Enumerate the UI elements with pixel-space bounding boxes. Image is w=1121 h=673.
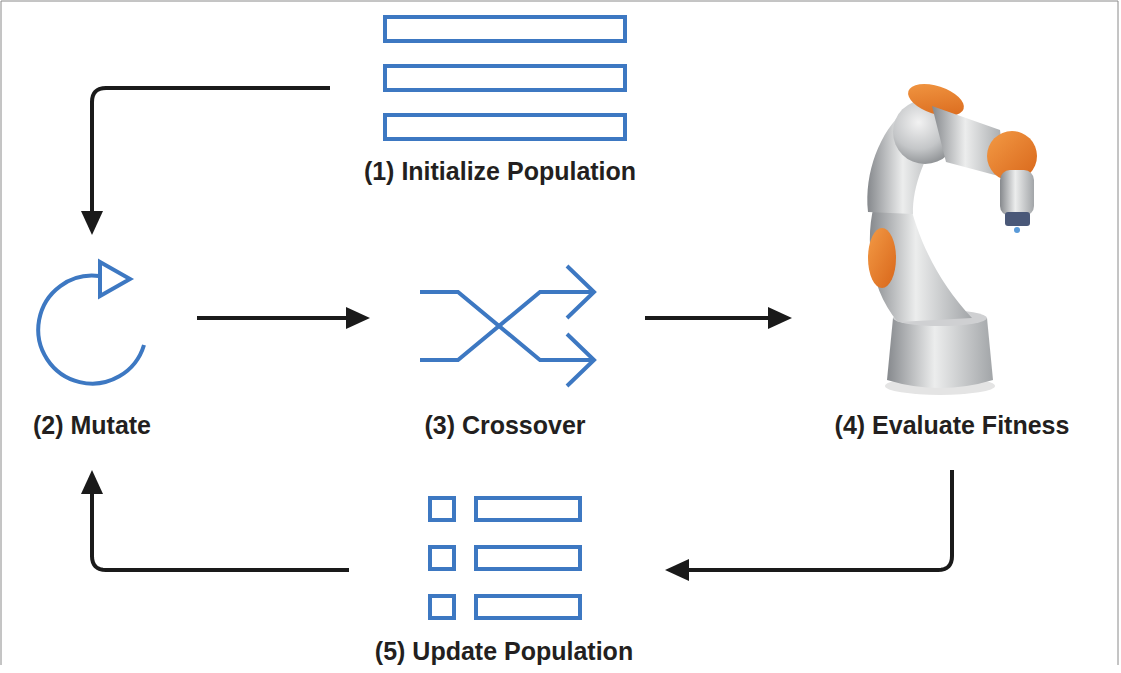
step-node: (2) Mutate [12,235,172,440]
step-label: (3) Crossover [424,410,585,440]
flow-arrow [92,88,330,217]
flow-arrow [197,316,352,320]
mutate-icon [38,262,144,384]
step-label: (5) Update Population [375,636,633,666]
step-node: (4) Evaluate Fitness [797,80,1107,440]
crossover-icon [420,266,594,386]
flow-arrow [92,488,349,570]
step-node: (3) Crossover [390,250,620,440]
population-icon [385,17,625,139]
flow-arrow [683,470,952,570]
step-label: (1) Initialize Population [364,156,636,186]
update-population-icon [430,498,580,618]
step-label: (2) Mutate [33,410,151,440]
step-node: (1) Initialize Population [330,8,670,186]
robot-arm-picture [867,78,1037,395]
step-node: (5) Update Population [349,488,659,666]
flow-arrow [645,316,774,320]
step-label: (4) Evaluate Fitness [835,410,1070,440]
